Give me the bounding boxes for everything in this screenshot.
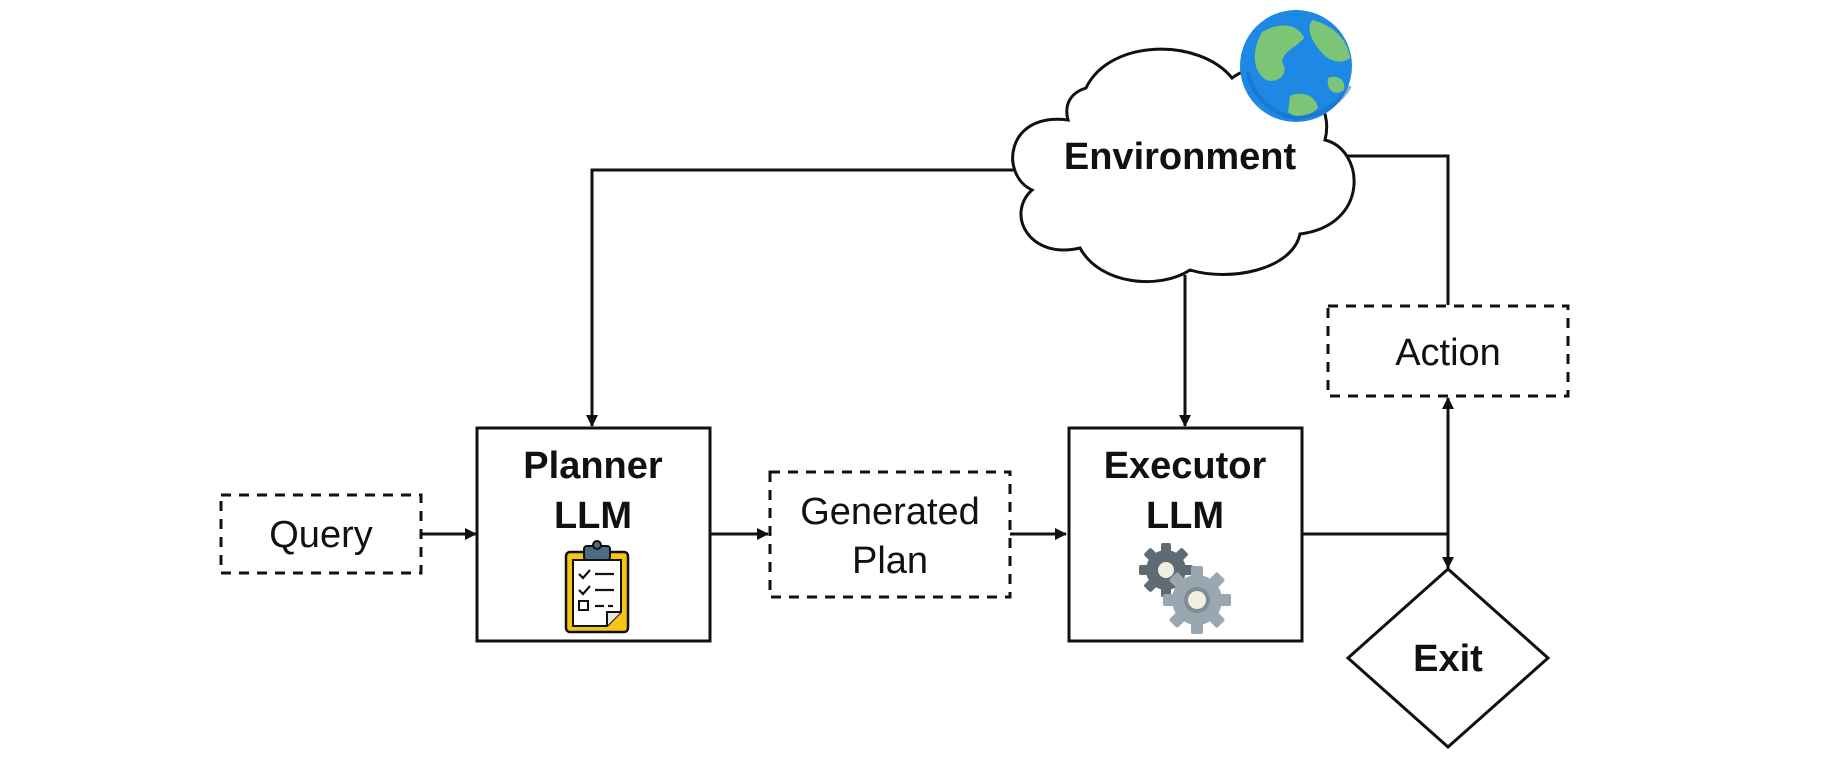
executor-label-line2: LLM <box>1146 495 1224 537</box>
planner-label-line1: Planner <box>523 445 663 487</box>
exit-label: Exit <box>1413 638 1483 680</box>
environment-node: Environment <box>1011 10 1356 283</box>
action-node: Action <box>1326 304 1570 398</box>
generated-plan-box <box>768 470 1012 599</box>
executor-node: Executor LLM <box>1067 426 1304 643</box>
query-node: Query <box>219 493 423 575</box>
query-label: Query <box>269 514 372 556</box>
clipboard-checklist-icon <box>564 540 630 634</box>
action-box <box>1326 304 1570 398</box>
arrow-environment-to-planner <box>586 168 1035 427</box>
exit-node: Exit <box>1345 566 1551 750</box>
exit-diamond <box>1345 566 1551 750</box>
planner-node: Planner LLM <box>475 426 712 643</box>
globe-icon <box>1240 10 1352 122</box>
generated-plan-label-line2: Plan <box>852 540 928 582</box>
planner-label-line2: LLM <box>554 495 632 537</box>
environment-label: Environment <box>1064 136 1297 178</box>
query-box <box>219 493 423 575</box>
arrow-action-to-environment <box>1325 150 1450 305</box>
generated-plan-node: Generated Plan <box>768 470 1012 599</box>
connectors <box>422 150 1454 569</box>
executor-label-line1: Executor <box>1104 445 1267 487</box>
generated-plan-label-line1: Generated <box>800 491 980 533</box>
gears-icon <box>1139 543 1231 634</box>
action-label: Action <box>1395 332 1501 374</box>
